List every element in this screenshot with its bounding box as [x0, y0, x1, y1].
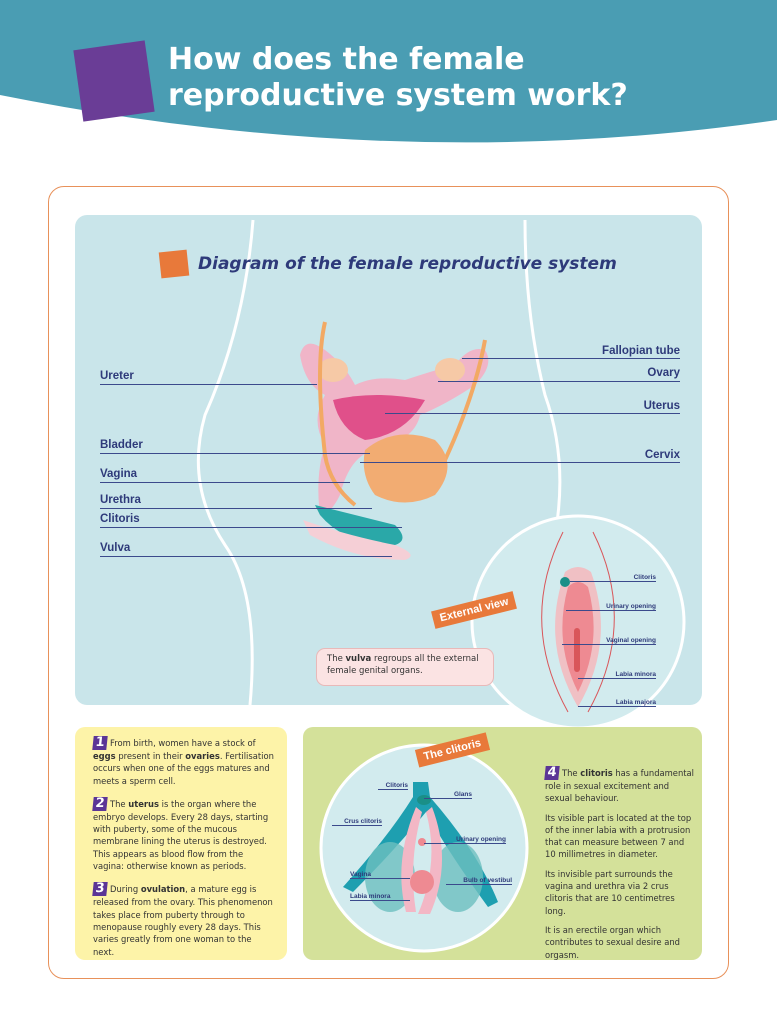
number-badge-2: 2: [92, 796, 108, 811]
cl-label-glans: Glans: [424, 791, 472, 799]
diagram-title-square: [158, 249, 190, 279]
clitoris-circle: [319, 743, 529, 953]
number-badge-4: 4: [544, 765, 560, 780]
ext-label-labia-majora: Labia majora: [578, 699, 656, 707]
cl-label-urinary-opening: Urinary opening: [424, 836, 506, 844]
header-band: [0, 0, 777, 143]
label-fallopian-tube: Fallopian tube: [602, 345, 680, 357]
fact-text: eggs: [93, 751, 116, 761]
label-ovary: Ovary: [647, 367, 680, 379]
label-clitoris: Clitoris: [100, 513, 140, 525]
cl-label-bulb-of-vestibul: Bulb of vestibul: [446, 877, 512, 885]
number-badge-3: 3: [92, 881, 108, 897]
fact-text: present in their: [115, 751, 186, 761]
external-view-circle: [470, 514, 686, 730]
body-silhouette: [196, 219, 562, 705]
diagram-panel: [75, 215, 702, 705]
fact-text: ovaries: [185, 751, 220, 761]
fact-text: , a mature egg is released from the ovar…: [93, 884, 273, 957]
fact-text: is the organ where the embryo develops. …: [93, 798, 269, 872]
label-vagina: Vagina: [100, 468, 138, 480]
cl-label-vagina: Vagina: [350, 871, 410, 879]
cl-label-labia-minora: Labia minora: [350, 893, 410, 901]
fact-text: From birth, women have a stock of: [110, 738, 256, 748]
cl-label-clitoris: Clitoris: [378, 782, 408, 790]
ext-label-labia-minora: Labia minora: [578, 671, 656, 679]
vulva-note: The vulva regroups all the external fema…: [316, 648, 494, 686]
clitoris-paragraph: Its visible part is located at the top o…: [545, 812, 692, 860]
fact-text: ovulation: [140, 884, 186, 895]
title-square: [73, 40, 155, 122]
reproductive-organs-illustration: [300, 321, 489, 560]
content-card: [48, 186, 729, 979]
fact-text: The: [110, 798, 129, 809]
label-vulva: Vulva: [100, 542, 131, 554]
ext-label-clitoris: Clitoris: [570, 574, 656, 582]
ext-label-urinary-opening: Urinary opening: [566, 603, 656, 611]
number-badge-1: 1: [92, 735, 108, 750]
fact-text: . Fertilisation occurs when one of the e…: [93, 751, 274, 786]
page-title: How does the female reproductive system …: [168, 42, 628, 113]
label-urethra: Urethra: [100, 494, 141, 506]
label-uterus: Uterus: [643, 400, 680, 412]
label-ureter: Ureter: [100, 370, 134, 382]
ext-label-vaginal-opening: Vaginal opening: [562, 637, 656, 645]
cl-label-crus-clitoris: Crus clitoris: [332, 818, 382, 826]
label-bladder: Bladder: [100, 439, 143, 451]
fact-text: During: [110, 884, 141, 895]
fact-text: uterus: [128, 798, 159, 809]
clitoris-paragraph: It is an erectile organ which contribute…: [545, 924, 680, 960]
diagram-title: Diagram of the female reproductive syste…: [198, 254, 617, 274]
clitoris-paragraph: Its invisible part surrounds the vagina …: [545, 868, 675, 916]
label-cervix: Cervix: [644, 449, 680, 461]
